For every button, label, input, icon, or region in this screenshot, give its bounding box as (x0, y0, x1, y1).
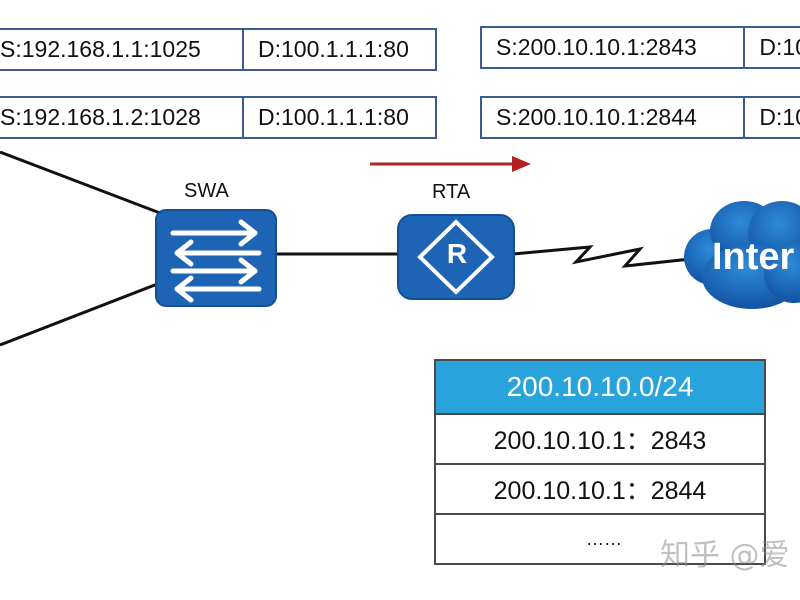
internet-cloud-icon (684, 201, 800, 309)
router-icon (397, 214, 515, 300)
nat-table-row: 200.10.10.1：2844 (436, 463, 764, 513)
packet-header-host2: S:192.168.1.2:1028 D:100.1.1.1:80 (0, 96, 437, 139)
packet-header-translated-1: S:200.10.10.1:2843 D:10 (480, 26, 800, 69)
nat-table: 200.10.10.0/24 200.10.10.1：2843 200.10.1… (434, 359, 766, 565)
packet-source: S:192.168.1.2:1028 (0, 98, 244, 137)
router-label: RTA (432, 181, 471, 203)
link-host2-switch (0, 281, 161, 347)
nat-table-row: …… (436, 513, 764, 563)
packet-source: S:200.10.10.1:2843 (482, 28, 746, 67)
switch-icon (155, 209, 277, 307)
packet-destination: D:10 (759, 104, 800, 130)
packet-header-host1: S:192.168.1.1:1025 D:100.1.1.1:80 (0, 28, 437, 71)
internet-label: Inter (712, 236, 795, 278)
packet-destination: D:10 (759, 34, 800, 60)
packet-destination: D:100.1.1.1:80 (258, 104, 409, 130)
direction-arrow-head (512, 156, 531, 172)
watermark: 知乎 @爱 (660, 538, 790, 573)
packet-header-translated-2: S:200.10.10.1:2844 D:10 (480, 96, 800, 139)
serial-link-lightning (512, 245, 701, 268)
nat-table-row: 200.10.10.1：2843 (436, 413, 764, 463)
packet-source: S:192.168.1.1:1025 (0, 30, 244, 69)
router-symbol: R (446, 238, 468, 269)
nat-table-header: 200.10.10.0/24 (436, 361, 764, 413)
packet-destination: D:100.1.1.1:80 (258, 36, 409, 62)
switch-label: SWA (184, 180, 229, 202)
link-host1-switch (0, 150, 161, 215)
packet-source: S:200.10.10.1:2844 (482, 98, 746, 137)
